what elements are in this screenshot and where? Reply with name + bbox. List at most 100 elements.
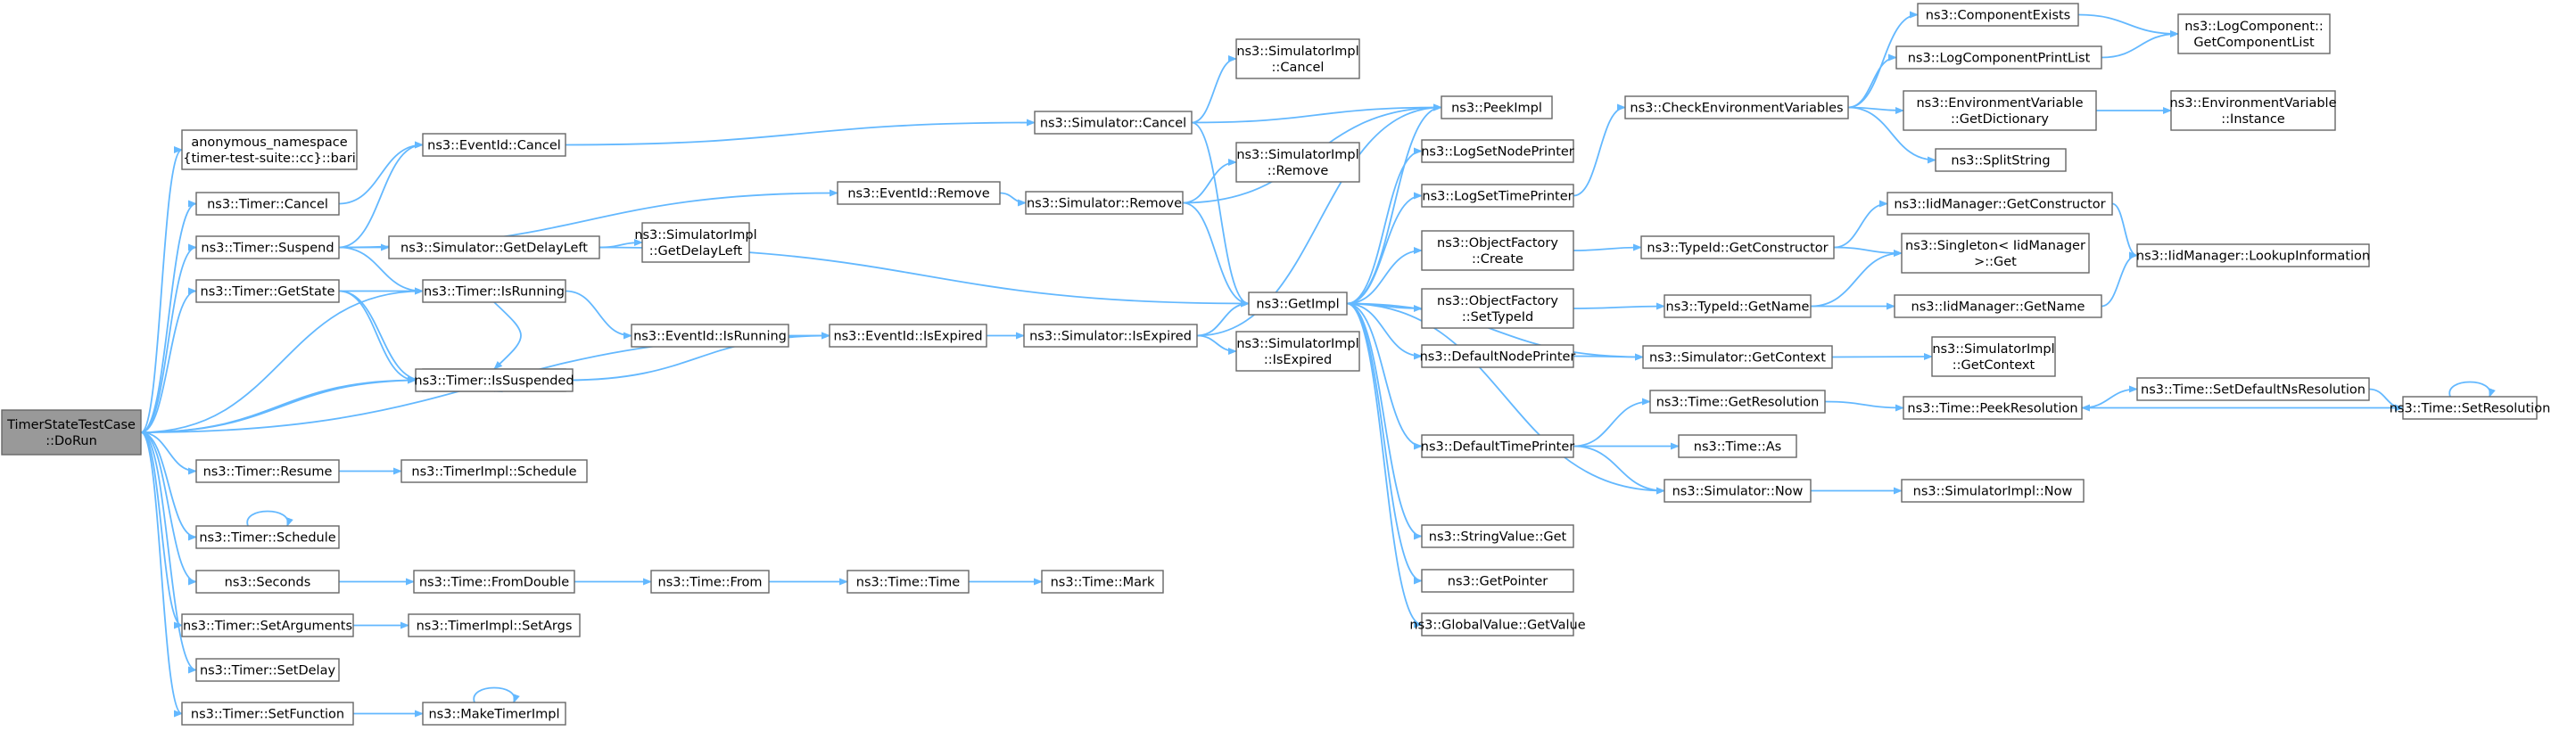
node-splitstring[interactable]: ns3::SplitString <box>1935 148 2067 172</box>
node-box[interactable] <box>1903 396 2083 420</box>
node-envinstance[interactable]: ns3::EnvironmentVariable::Instance <box>2169 90 2337 131</box>
node-iidgetname[interactable]: ns3::IidManager::GetName <box>1894 294 2102 318</box>
node-box[interactable] <box>195 570 340 594</box>
node-simimplgetctx[interactable]: ns3::SimulatorImpl::GetContext <box>1931 336 2056 377</box>
node-box[interactable] <box>2177 13 2331 54</box>
node-box[interactable] <box>413 570 575 594</box>
node-box[interactable] <box>1421 184 1574 208</box>
node-simgetcontext[interactable]: ns3::Simulator::GetContext <box>1642 345 1833 369</box>
node-tisrunning[interactable]: ns3::Timer::IsRunning <box>422 279 566 303</box>
node-box[interactable] <box>1025 191 1184 215</box>
node-peekimpl[interactable]: ns3::PeekImpl <box>1441 95 1553 119</box>
node-tsetfunc[interactable]: ns3::Timer::SetFunction <box>181 702 354 726</box>
node-box[interactable] <box>181 129 358 170</box>
node-ofcreate[interactable]: ns3::ObjectFactory::Create <box>1421 230 1574 271</box>
node-box[interactable] <box>1664 294 1812 318</box>
node-box[interactable] <box>1931 336 2056 377</box>
node-globalvalue[interactable]: ns3::GlobalValue::GetValue <box>1409 612 1586 637</box>
node-evisrunning[interactable]: ns3::EventId::IsRunning <box>631 324 789 348</box>
node-checkenv[interactable]: ns3::CheckEnvironmentVariables <box>1624 95 1849 119</box>
node-simimplremove[interactable]: ns3::SimulatorImpl::Remove <box>1235 142 1360 183</box>
node-simimplgetdelay[interactable]: ns3::SimulatorImpl::GetDelayLeft <box>634 222 757 263</box>
node-box[interactable] <box>1901 479 2085 503</box>
node-typeidgetname[interactable]: ns3::TypeId::GetName <box>1664 294 1812 318</box>
node-logcomplist[interactable]: ns3::LogComponent::GetComponentList <box>2177 13 2331 54</box>
node-box[interactable] <box>1 409 142 456</box>
node-box[interactable] <box>1624 95 1849 119</box>
node-box[interactable] <box>195 279 340 303</box>
node-box[interactable] <box>641 222 750 263</box>
node-maketimerimpl[interactable]: ns3::MakeTimerImpl <box>422 702 566 726</box>
node-box[interactable] <box>1649 390 1826 414</box>
node-root[interactable]: TimerStateTestCase::DoRun <box>1 409 142 456</box>
node-logsetnode[interactable]: ns3::LogSetNodePrinter <box>1421 139 1574 163</box>
node-box[interactable] <box>1895 45 2102 70</box>
node-tcancel[interactable]: ns3::Timer::Cancel <box>195 192 340 216</box>
node-box[interactable] <box>2402 396 2538 420</box>
node-box[interactable] <box>195 525 340 549</box>
node-box[interactable] <box>1935 148 2067 172</box>
node-box[interactable] <box>400 459 588 483</box>
node-box[interactable] <box>1903 90 2097 131</box>
node-simimplnow[interactable]: ns3::SimulatorImpl::Now <box>1901 479 2085 503</box>
node-simimplisexpired[interactable]: ns3::SimulatorImpl::IsExpired <box>1235 331 1360 372</box>
node-box[interactable] <box>1248 292 1348 316</box>
node-tschedule[interactable]: ns3::Timer::Schedule <box>195 525 340 549</box>
node-timegetres[interactable]: ns3::Time::GetResolution <box>1649 390 1826 414</box>
node-timplsetargs[interactable]: ns3::TimerImpl::SetArgs <box>408 613 581 637</box>
node-box[interactable] <box>1235 142 1360 183</box>
node-box[interactable] <box>422 133 566 157</box>
node-box[interactable] <box>837 181 1001 205</box>
node-timesetres[interactable]: ns3::Time::SetResolution <box>2390 396 2551 420</box>
node-timeas[interactable]: ns3::Time::As <box>1678 434 1797 458</box>
node-box[interactable] <box>1678 434 1797 458</box>
node-box[interactable] <box>1441 95 1553 119</box>
node-logcompprint[interactable]: ns3::LogComponentPrintList <box>1895 45 2102 70</box>
node-getpointer[interactable]: ns3::GetPointer <box>1421 569 1574 593</box>
node-box[interactable] <box>1421 288 1574 329</box>
node-deftimeprinter[interactable]: ns3::DefaultTimePrinter <box>1421 434 1574 458</box>
node-box[interactable] <box>2136 243 2370 267</box>
node-box[interactable] <box>846 570 970 594</box>
node-box[interactable] <box>181 702 354 726</box>
node-box[interactable] <box>1901 233 2090 274</box>
node-box[interactable] <box>1421 524 1574 548</box>
node-box[interactable] <box>1642 345 1833 369</box>
node-box[interactable] <box>1421 344 1574 368</box>
node-box[interactable] <box>408 613 581 637</box>
node-timplsched[interactable]: ns3::TimerImpl::Schedule <box>400 459 588 483</box>
node-typeidgetctor[interactable]: ns3::TypeId::GetConstructor <box>1640 235 1835 259</box>
node-timemark[interactable]: ns3::Time::Mark <box>1041 570 1164 594</box>
node-timefrom[interactable]: ns3::Time::From <box>650 570 770 594</box>
node-anon[interactable]: anonymous_namespace{timer-test-suite::cc… <box>181 129 358 170</box>
node-box[interactable] <box>1421 230 1574 271</box>
node-box[interactable] <box>422 279 566 303</box>
node-box[interactable] <box>1023 324 1198 348</box>
node-iidgetctor[interactable]: ns3::IidManager::GetConstructor <box>1887 192 2113 216</box>
node-box[interactable] <box>2170 90 2336 131</box>
node-box[interactable] <box>195 192 340 216</box>
node-timetime[interactable]: ns3::Time::Time <box>846 570 970 594</box>
node-ofsettypeid[interactable]: ns3::ObjectFactory::SetTypeId <box>1421 288 1574 329</box>
node-box[interactable] <box>1235 38 1360 79</box>
node-box[interactable] <box>422 702 566 726</box>
node-box[interactable] <box>415 368 574 392</box>
node-box[interactable] <box>388 235 600 259</box>
node-compexists[interactable]: ns3::ComponentExists <box>1917 3 2079 27</box>
node-tissuspended[interactable]: ns3::Timer::IsSuspended <box>414 368 574 392</box>
node-tsetargs[interactable]: ns3::Timer::SetArguments <box>181 613 354 637</box>
node-getimpl[interactable]: ns3::GetImpl <box>1248 292 1348 316</box>
node-box[interactable] <box>1917 3 2079 27</box>
node-box[interactable] <box>650 570 770 594</box>
node-tresume[interactable]: ns3::Timer::Resume <box>195 459 340 483</box>
node-iidlookup[interactable]: ns3::IidManager::LookupInformation <box>2136 243 2370 267</box>
node-simremove[interactable]: ns3::Simulator::Remove <box>1025 191 1184 215</box>
node-defnodeprinter[interactable]: ns3::DefaultNodePrinter <box>1420 344 1576 368</box>
node-box[interactable] <box>1887 192 2113 216</box>
node-box[interactable] <box>1235 331 1360 372</box>
node-tgetstate[interactable]: ns3::Timer::GetState <box>195 279 340 303</box>
node-box[interactable] <box>1034 111 1193 135</box>
node-evisexpired[interactable]: ns3::EventId::IsExpired <box>829 324 987 348</box>
node-box[interactable] <box>1894 294 2102 318</box>
node-box[interactable] <box>1421 434 1574 458</box>
